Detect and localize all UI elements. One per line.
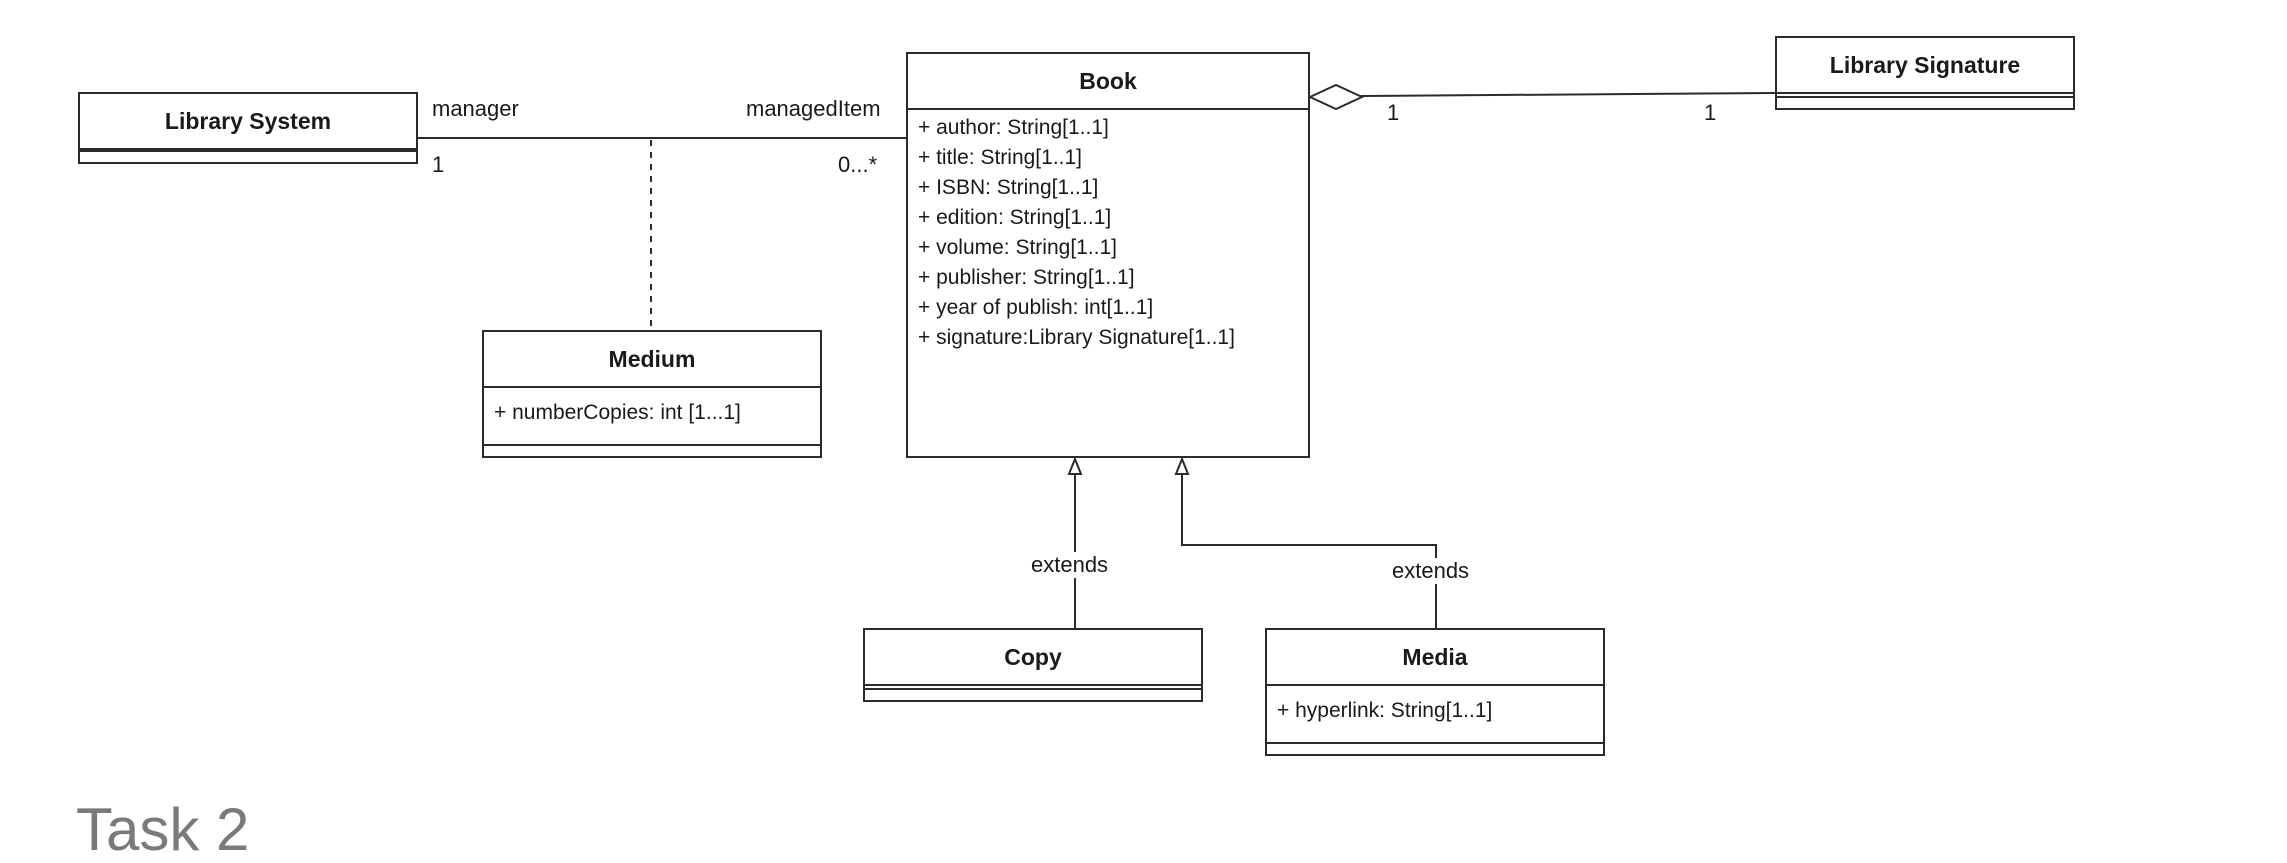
copy-generalization-arrowhead — [1067, 456, 1083, 475]
class-name: Library Signature — [1777, 38, 2073, 94]
attribute: + publisher: String[1..1] — [918, 266, 1135, 289]
attribute: + signature:Library Signature[1..1] — [918, 326, 1235, 349]
page-heading: Task 2 — [76, 796, 250, 863]
generalization-label-copy: extends — [1031, 552, 1109, 578]
generalization-label-media: extends — [1392, 558, 1470, 584]
class-copy[interactable]: Copy — [863, 628, 1203, 702]
class-operations-compartment — [1267, 742, 1603, 754]
media-generalization-line — [1181, 474, 1437, 628]
class-operations-compartment — [865, 688, 1201, 700]
class-name: Library System — [80, 94, 416, 150]
class-library-signature[interactable]: Library Signature — [1775, 36, 2075, 110]
class-operations-compartment — [484, 444, 820, 456]
class-media[interactable]: Media + hyperlink: String[1..1] — [1265, 628, 1605, 756]
attribute: + year of publish: int[1..1] — [918, 296, 1154, 319]
attribute: + ISBN: String[1..1] — [918, 176, 1099, 199]
attribute-list: + numberCopies: int [1...1] — [484, 388, 820, 428]
attribute: + volume: String[1..1] — [918, 236, 1118, 259]
attribute-list: + hyperlink: String[1..1] — [1267, 686, 1603, 726]
class-operations-compartment — [80, 150, 416, 162]
attribute-list: + author: String[1..1] + title: String[1… — [908, 110, 1308, 353]
class-name: Book — [908, 54, 1308, 110]
class-name: Media — [1267, 630, 1603, 686]
media-generalization-arrowhead — [1174, 456, 1190, 475]
connector-layer — [418, 83, 1776, 628]
attribute: + title: String[1..1] — [918, 146, 1083, 169]
association-multiplicity-source: 1 — [432, 152, 445, 177]
association-role-source: manager — [432, 96, 519, 121]
association-multiplicity-target: 0...* — [838, 152, 878, 177]
class-library-system[interactable]: Library System — [78, 92, 418, 164]
attribute: + numberCopies: int [1...1] — [494, 401, 741, 424]
class-operations-compartment — [1777, 96, 2073, 108]
aggregation-diamond — [1307, 83, 1365, 111]
aggregation-line — [1360, 92, 1776, 97]
attribute: + edition: String[1..1] — [918, 206, 1112, 229]
class-medium[interactable]: Medium + numberCopies: int [1...1] — [482, 330, 822, 458]
association-role-target: managedItem — [746, 96, 881, 121]
class-name: Copy — [865, 630, 1201, 686]
aggregation-multiplicity-book: 1 — [1387, 100, 1400, 125]
class-book[interactable]: Book + author: String[1..1] + title: Str… — [906, 52, 1310, 458]
aggregation-multiplicity-signature: 1 — [1704, 100, 1717, 125]
class-name: Medium — [484, 332, 820, 388]
attribute: + hyperlink: String[1..1] — [1277, 699, 1493, 722]
attribute: + author: String[1..1] — [918, 116, 1109, 139]
